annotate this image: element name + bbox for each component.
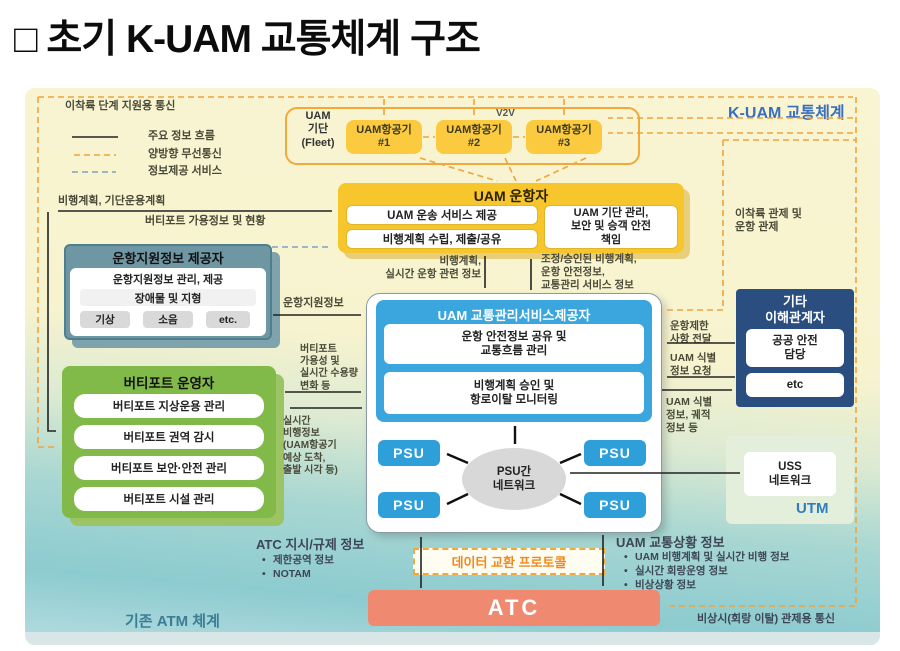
support-chip-weather: 기상 bbox=[80, 311, 130, 328]
support-item-obstacle: 장애물 및 지형 bbox=[80, 289, 256, 306]
flow-vertiport-avail-label: 버티포트 가용정보 및 현황 bbox=[145, 215, 266, 227]
psu-network-ellipse: PSU간 네트워크 bbox=[462, 448, 566, 510]
page-title: □ 초기 K-UAM 교통체계 구조 bbox=[14, 18, 481, 61]
flow-id-info-label: UAM 식별 정보, 궤적 정보 등 bbox=[666, 396, 713, 434]
vertiport-item-security: 버티포트 보안·안전 관리 bbox=[74, 456, 264, 480]
psu-box-4: PSU bbox=[584, 492, 646, 518]
operator-item-transport: UAM 운송 서비스 제공 bbox=[346, 205, 538, 225]
uam-traffic-bullet-1: UAM 비행계획 및 실시간 비행 정보 bbox=[624, 550, 789, 564]
zone-utm-label: UTM bbox=[796, 500, 829, 517]
aircraft-1: UAM항공기 #1 bbox=[346, 120, 422, 154]
diagram-bottom-strip bbox=[25, 632, 880, 645]
flow-takeoff-control-label: 이착륙 관제 및 운항 관제 bbox=[735, 208, 802, 234]
uss-network-box: USS 네트워크 bbox=[744, 452, 836, 496]
uam-traffic-title: UAM 교통상황 정보 bbox=[616, 535, 725, 550]
flow-plan-fleet-label: 비행계획, 기단운용계획 bbox=[58, 195, 166, 207]
support-chip-etc: etc. bbox=[206, 311, 250, 328]
zone-kuam-label: K-UAM 교통체계 bbox=[728, 105, 845, 122]
support-title: 운항지원정보 제공자 bbox=[112, 251, 224, 266]
uam-traffic-bullet-2: 실시간 회랑운영 정보 bbox=[624, 564, 789, 578]
aircraft-3: UAM항공기 #3 bbox=[526, 120, 602, 154]
stakeholder-title: 기타 이해관계자 bbox=[765, 294, 825, 325]
flow-id-request-label: UAM 식별 정보 요청 bbox=[670, 352, 717, 377]
data-exchange-protocol-box: 데이터 교환 프로토콜 bbox=[413, 548, 605, 575]
flow-restriction-label: 운항제한 사항 전달 bbox=[670, 320, 712, 345]
atc-info-bullet-1: 제한공역 정보 bbox=[262, 553, 334, 567]
operator-item-fleetmgmt: UAM 기단 관리, 보안 및 승객 안전 책임 bbox=[544, 205, 678, 249]
operator-title: UAM 운항자 bbox=[473, 188, 549, 204]
vertiport-item-ground: 버티포트 지상운용 관리 bbox=[74, 394, 264, 418]
operator-item-flightplan: 비행계획 수립, 제출/공유 bbox=[346, 229, 538, 249]
flow-approved-plan-label: 조정/승인된 비행계획, 운항 안전정보, 교통관리 서비스 정보 bbox=[541, 253, 637, 291]
psc-title: UAM 교통관리서비스제공자 bbox=[437, 308, 591, 323]
legend-service-label: 정보제공 서비스 bbox=[148, 165, 222, 177]
psu-box-2: PSU bbox=[584, 440, 646, 466]
flow-vp-capacity-label: 버티포트 가용성 및 실시간 수용량 변화 등 bbox=[300, 344, 358, 392]
stakeholder-item-etc: etc bbox=[746, 373, 844, 397]
legend-comm-label: 이착륙 단계 지원용 통신 bbox=[65, 100, 176, 112]
atc-info-title: ATC 지시/규제 정보 bbox=[256, 537, 365, 552]
v2v-label: V2V bbox=[496, 108, 515, 119]
uam-traffic-bullets: UAM 비행계획 및 실시간 비행 정보 실시간 회랑운영 정보 비상상황 정보 bbox=[624, 550, 789, 593]
legend-main-flow-label: 주요 정보 흐름 bbox=[148, 130, 215, 142]
legend-wireless-label: 양방향 무선통신 bbox=[148, 148, 222, 160]
support-chip-noise: 소음 bbox=[143, 311, 193, 328]
support-subtitle: 운항지원정보 관리, 제공 bbox=[112, 274, 224, 286]
atc-info-bullet-2: NOTAM bbox=[262, 567, 334, 581]
psc-item-approval: 비행계획 승인 및 항로이탈 모니터링 bbox=[384, 372, 644, 414]
psu-box-1: PSU bbox=[378, 440, 440, 466]
zone-atm-label: 기존 ATM 체계 bbox=[125, 613, 220, 630]
stakeholder-item-public-safety: 공공 안전 담당 bbox=[746, 329, 844, 367]
flow-support-info-label: 운항지원정보 bbox=[283, 297, 344, 309]
atc-box: ATC bbox=[368, 590, 660, 626]
vertiport-item-surveillance: 버티포트 권역 감시 bbox=[74, 425, 264, 449]
aircraft-2: UAM항공기 #2 bbox=[436, 120, 512, 154]
psu-box-3: PSU bbox=[378, 492, 440, 518]
flow-emergency-label: 비상시(회랑 이탈) 관제용 통신 bbox=[697, 613, 835, 625]
fleet-label: UAM 기단 (Fleet) bbox=[301, 110, 335, 149]
flow-flightplan-rt-label: 비행계획, 실시간 운항 관련 정보 bbox=[385, 255, 481, 280]
flow-rt-flight-info-label: 실시간 비행정보 (UAM항공기 예상 도착, 출발 시각 등) bbox=[283, 416, 338, 476]
vertiport-item-facility: 버티포트 시설 관리 bbox=[74, 487, 264, 511]
atc-info-bullets: 제한공역 정보 NOTAM bbox=[262, 553, 334, 582]
vertiport-title: 버티포트 운영자 bbox=[123, 376, 215, 391]
psc-item-safety: 운항 안전정보 공유 및 교통흐름 관리 bbox=[384, 324, 644, 364]
